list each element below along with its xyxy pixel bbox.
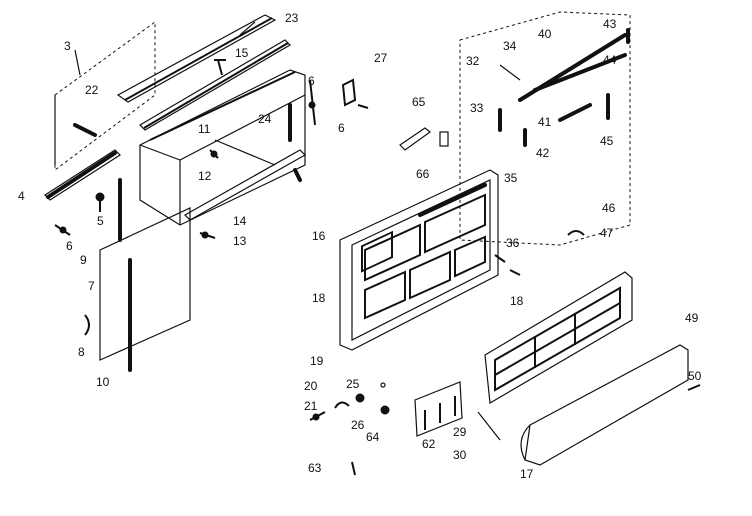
label-36: 36	[506, 236, 520, 250]
label-41: 41	[538, 115, 552, 129]
front-panel	[520, 344, 701, 466]
label-25: 25	[346, 377, 360, 391]
label-65: 65	[412, 95, 426, 109]
leader-lines	[74, 21, 521, 441]
label-24: 24	[258, 112, 272, 126]
label-32: 32	[466, 54, 480, 68]
label-6-right: 6	[308, 74, 315, 88]
side-rail-parts	[288, 79, 316, 182]
label-20: 20	[304, 379, 318, 393]
label-66: 66	[416, 167, 430, 181]
label-44: 44	[603, 53, 617, 67]
label-8: 8	[78, 345, 85, 359]
label-17: 17	[520, 467, 534, 481]
label-42: 42	[536, 146, 550, 160]
label-6-bracket: 6	[338, 121, 345, 135]
label-6-left: 6	[66, 239, 73, 253]
label-18-right: 18	[510, 294, 524, 308]
label-33: 33	[470, 101, 484, 115]
part-labels: 3 22 23 15 27 6 24 11 6 12 14 13 4 5 6 9…	[18, 11, 702, 481]
label-10: 10	[96, 375, 110, 389]
label-7: 7	[88, 279, 95, 293]
control-box-assembly	[459, 11, 631, 246]
label-15: 15	[235, 46, 249, 60]
label-11: 11	[198, 122, 211, 136]
label-13: 13	[233, 234, 247, 248]
label-29: 29	[453, 425, 467, 439]
parts-65-66	[399, 127, 449, 151]
label-35: 35	[504, 171, 518, 185]
label-14: 14	[233, 214, 247, 228]
bracket-part	[73, 123, 97, 137]
label-40: 40	[538, 27, 552, 41]
label-64: 64	[366, 430, 380, 444]
filter-screen	[484, 271, 633, 404]
label-62: 62	[422, 437, 436, 451]
label-45: 45	[600, 134, 614, 148]
label-47: 47	[600, 226, 614, 240]
label-50: 50	[688, 369, 702, 383]
bottom-rail	[184, 149, 306, 221]
label-27: 27	[374, 51, 388, 65]
label-21: 21	[304, 399, 318, 413]
side-panel	[99, 178, 191, 372]
label-4: 4	[18, 189, 25, 203]
label-9: 9	[80, 253, 87, 267]
label-19: 19	[310, 354, 324, 368]
label-49: 49	[685, 311, 699, 325]
label-12: 12	[198, 169, 212, 183]
label-34: 34	[503, 39, 517, 53]
front-frame	[339, 169, 521, 351]
bracket-62	[414, 381, 463, 437]
label-23: 23	[285, 11, 299, 25]
label-18-left: 18	[312, 291, 326, 305]
label-30: 30	[453, 448, 467, 462]
left-hardware	[54, 59, 226, 336]
label-22: 22	[85, 83, 99, 97]
label-3: 3	[64, 39, 71, 53]
label-26: 26	[351, 418, 365, 432]
top-rails	[116, 14, 291, 131]
bracket-27	[341, 78, 369, 109]
cabinet-assembly	[54, 21, 306, 226]
small-parts-bottom	[309, 382, 390, 476]
label-5: 5	[97, 214, 104, 228]
label-63: 63	[308, 461, 322, 475]
label-43: 43	[603, 17, 617, 31]
label-46: 46	[602, 201, 616, 215]
label-16: 16	[312, 229, 326, 243]
left-rail	[44, 149, 121, 201]
